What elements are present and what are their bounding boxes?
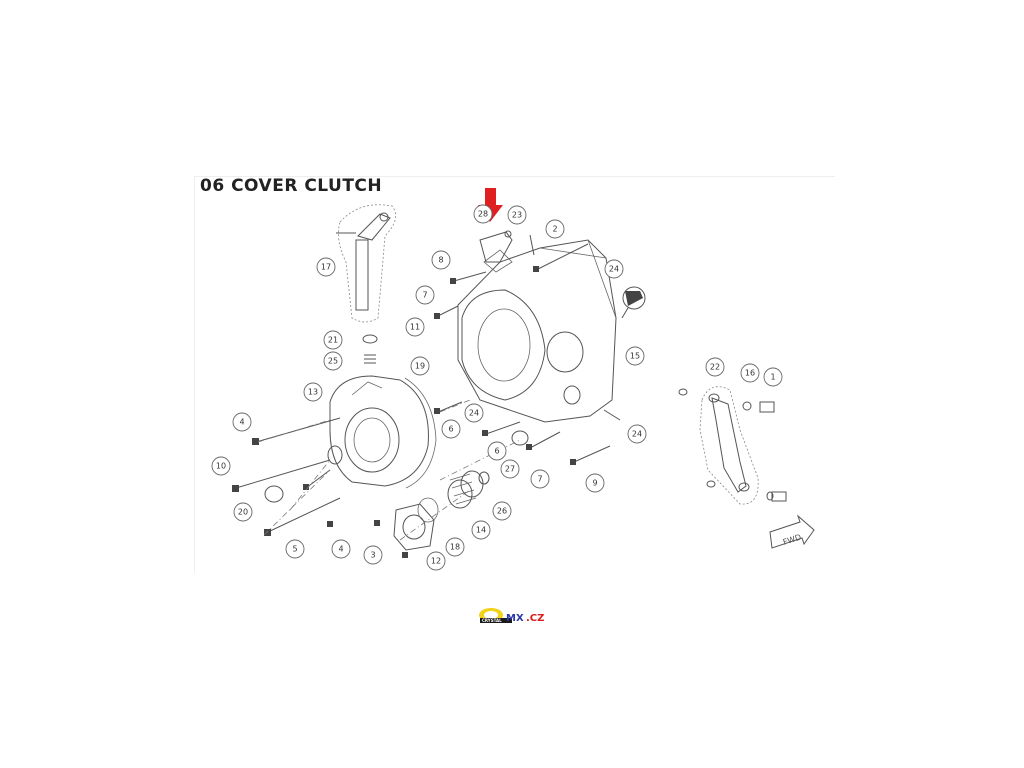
callout-number: 6 [494, 447, 499, 456]
part-bracket [479, 230, 513, 263]
callout-number: 7 [422, 291, 427, 300]
part-inspection-plug [621, 286, 646, 319]
callout-11: 11 [405, 317, 425, 337]
callout-number: 1 [770, 373, 775, 382]
svg-text:CRYSTAL: CRYSTAL [482, 618, 502, 623]
callout-21: 21 [323, 330, 343, 350]
callout-17: 17 [316, 257, 336, 277]
callout-number: 24 [632, 430, 642, 439]
callout-7: 7 [530, 469, 550, 489]
part-banjo-bolt-lower [771, 491, 787, 502]
part-pump-cover [393, 497, 439, 551]
callout-number: 16 [745, 369, 755, 378]
part-o-ring [478, 471, 490, 485]
callout-number: 14 [476, 526, 486, 535]
callout-8: 8 [431, 250, 451, 270]
callout-number: 18 [450, 543, 460, 552]
callout-4: 4 [232, 412, 252, 432]
callout-labels: 1234456677891011121314151617181920212223… [211, 204, 783, 571]
callout-22: 22 [705, 357, 725, 377]
part-crush-washer [742, 401, 752, 411]
callout-number: 17 [321, 263, 331, 272]
callout-number: 26 [497, 507, 507, 516]
part-outer-cover [327, 375, 429, 487]
callout-24: 24 [604, 259, 624, 279]
callout-13: 13 [303, 382, 323, 402]
callout-5: 5 [285, 539, 305, 559]
callout-10: 10 [211, 456, 231, 476]
callout-number: 8 [438, 256, 443, 265]
callout-number: 7 [537, 475, 542, 484]
callout-6: 6 [487, 441, 507, 461]
callout-19: 19 [410, 356, 430, 376]
callout-number: 4 [239, 418, 244, 427]
callout-number: 6 [448, 425, 453, 434]
callout-number: 10 [216, 462, 226, 471]
callout-number: 21 [328, 336, 338, 345]
forward-direction-indicator: FWD [769, 514, 815, 549]
svg-text:MX: MX [506, 613, 524, 624]
callout-9: 9 [585, 473, 605, 493]
callout-16: 16 [740, 363, 760, 383]
callout-25: 25 [323, 351, 343, 371]
callout-number: 12 [431, 557, 441, 566]
assembly-lines [257, 399, 521, 541]
part-washer [362, 334, 378, 344]
part-banjo-bolt [759, 401, 775, 413]
callout-27: 27 [500, 459, 520, 479]
callout-28: 28 [473, 204, 493, 224]
callout-2: 2 [545, 219, 565, 239]
callout-number: 25 [328, 357, 338, 366]
crystal-mx-logo: CRYSTAL MX .CZ [479, 608, 544, 624]
callout-number: 11 [410, 323, 420, 332]
callout-number: 28 [478, 210, 488, 219]
part-shaft-seal [511, 430, 529, 446]
callout-15: 15 [625, 346, 645, 366]
callout-number: 15 [630, 352, 640, 361]
part-gasket [404, 377, 437, 489]
svg-text:.CZ: .CZ [526, 613, 544, 624]
callout-4: 4 [331, 539, 351, 559]
diagram-title: 06 COVER CLUTCH [200, 176, 383, 196]
callout-3: 3 [363, 545, 383, 565]
part-spring [364, 354, 376, 364]
svg-text:FWD: FWD [782, 533, 803, 547]
callout-number: 24 [469, 409, 479, 418]
part-clutch-case [457, 239, 617, 423]
part-seal [264, 485, 284, 503]
bolt-heads [232, 266, 576, 558]
callout-12: 12 [426, 551, 446, 571]
callout-6: 6 [441, 419, 461, 439]
diagram-sheet [194, 176, 835, 573]
callout-24: 24 [464, 403, 484, 423]
callout-number: 13 [308, 388, 318, 397]
callout-18: 18 [445, 537, 465, 557]
callout-number: 19 [415, 362, 425, 371]
callout-number: 3 [370, 551, 375, 560]
callout-number: 24 [609, 265, 619, 274]
callout-number: 22 [710, 363, 720, 372]
part-release-shaft [336, 204, 397, 323]
callout-number: 4 [338, 545, 343, 554]
callout-14: 14 [471, 520, 491, 540]
callout-24: 24 [627, 424, 647, 444]
callout-26: 26 [492, 501, 512, 521]
callout-number: 9 [592, 479, 597, 488]
callout-number: 20 [238, 508, 248, 517]
bolts [235, 234, 621, 533]
callout-number: 2 [552, 225, 557, 234]
callout-number: 5 [292, 545, 297, 554]
callout-20: 20 [233, 502, 253, 522]
callout-7: 7 [415, 285, 435, 305]
callout-1: 1 [763, 367, 783, 387]
callout-number: 23 [512, 211, 522, 220]
callout-number: 27 [505, 465, 515, 474]
part-oil-hose [678, 386, 759, 505]
callout-23: 23 [507, 205, 527, 225]
